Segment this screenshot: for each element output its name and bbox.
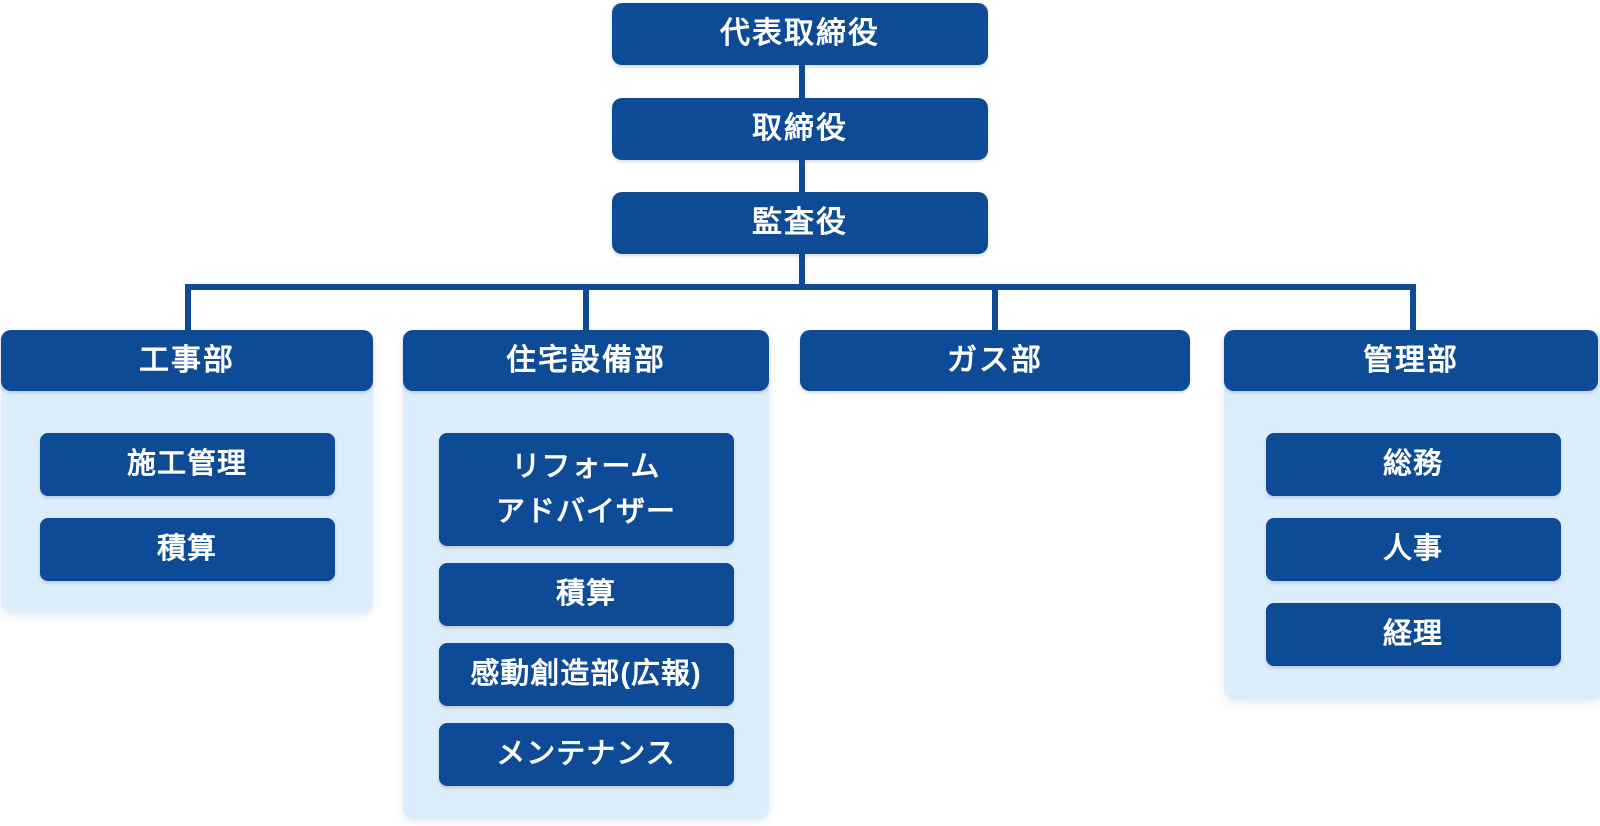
auditor-box: 監査役 [612,192,988,254]
connector-branch-horizontal [185,284,1416,290]
department-panel-gas: ガス部 [800,330,1190,391]
dept-item-cost-estimation: 積算 [438,563,734,626]
dept-item-accounting: 経理 [1265,603,1561,666]
department-header-administration: 管理部 [1224,330,1598,391]
dept-item-reform-advisor: リフォーム アドバイザー [438,433,734,546]
dept-item-emotion-creation-pr: 感動創造部(広報) [438,643,734,706]
dept-item-general-affairs: 総務 [1265,433,1561,496]
representative-director-box: 代表取締役 [612,3,988,65]
department-items-housing-equipment: リフォーム アドバイザー 積算 感動創造部(広報) メンテナンス [403,391,769,786]
department-header-construction: 工事部 [1,330,373,391]
department-items-construction: 施工管理 積算 [1,391,373,581]
dept-item-maintenance: メンテナンス [438,723,734,786]
department-header-gas: ガス部 [800,330,1190,391]
connector-exec2-exec3 [799,160,805,192]
director-box: 取締役 [612,98,988,160]
dept-item-construction-management: 施工管理 [39,433,335,496]
department-panel-construction: 工事部 施工管理 積算 [1,330,373,613]
dept-item-cost-estimation: 積算 [39,518,335,581]
connector-exec3-branch [799,254,805,290]
connector-drop-construction [185,284,191,330]
department-header-housing-equipment: 住宅設備部 [403,330,769,391]
connector-drop-administration [1410,284,1416,330]
connector-drop-gas [992,284,998,330]
department-panel-administration: 管理部 総務 人事 経理 [1224,330,1600,700]
dept-item-human-resources: 人事 [1265,518,1561,581]
connector-drop-housing-equipment [583,284,589,330]
connector-exec1-exec2 [799,65,805,98]
department-panel-housing-equipment: 住宅設備部 リフォーム アドバイザー 積算 感動創造部(広報) メンテナンス [403,330,769,819]
department-items-administration: 総務 人事 経理 [1224,391,1600,666]
